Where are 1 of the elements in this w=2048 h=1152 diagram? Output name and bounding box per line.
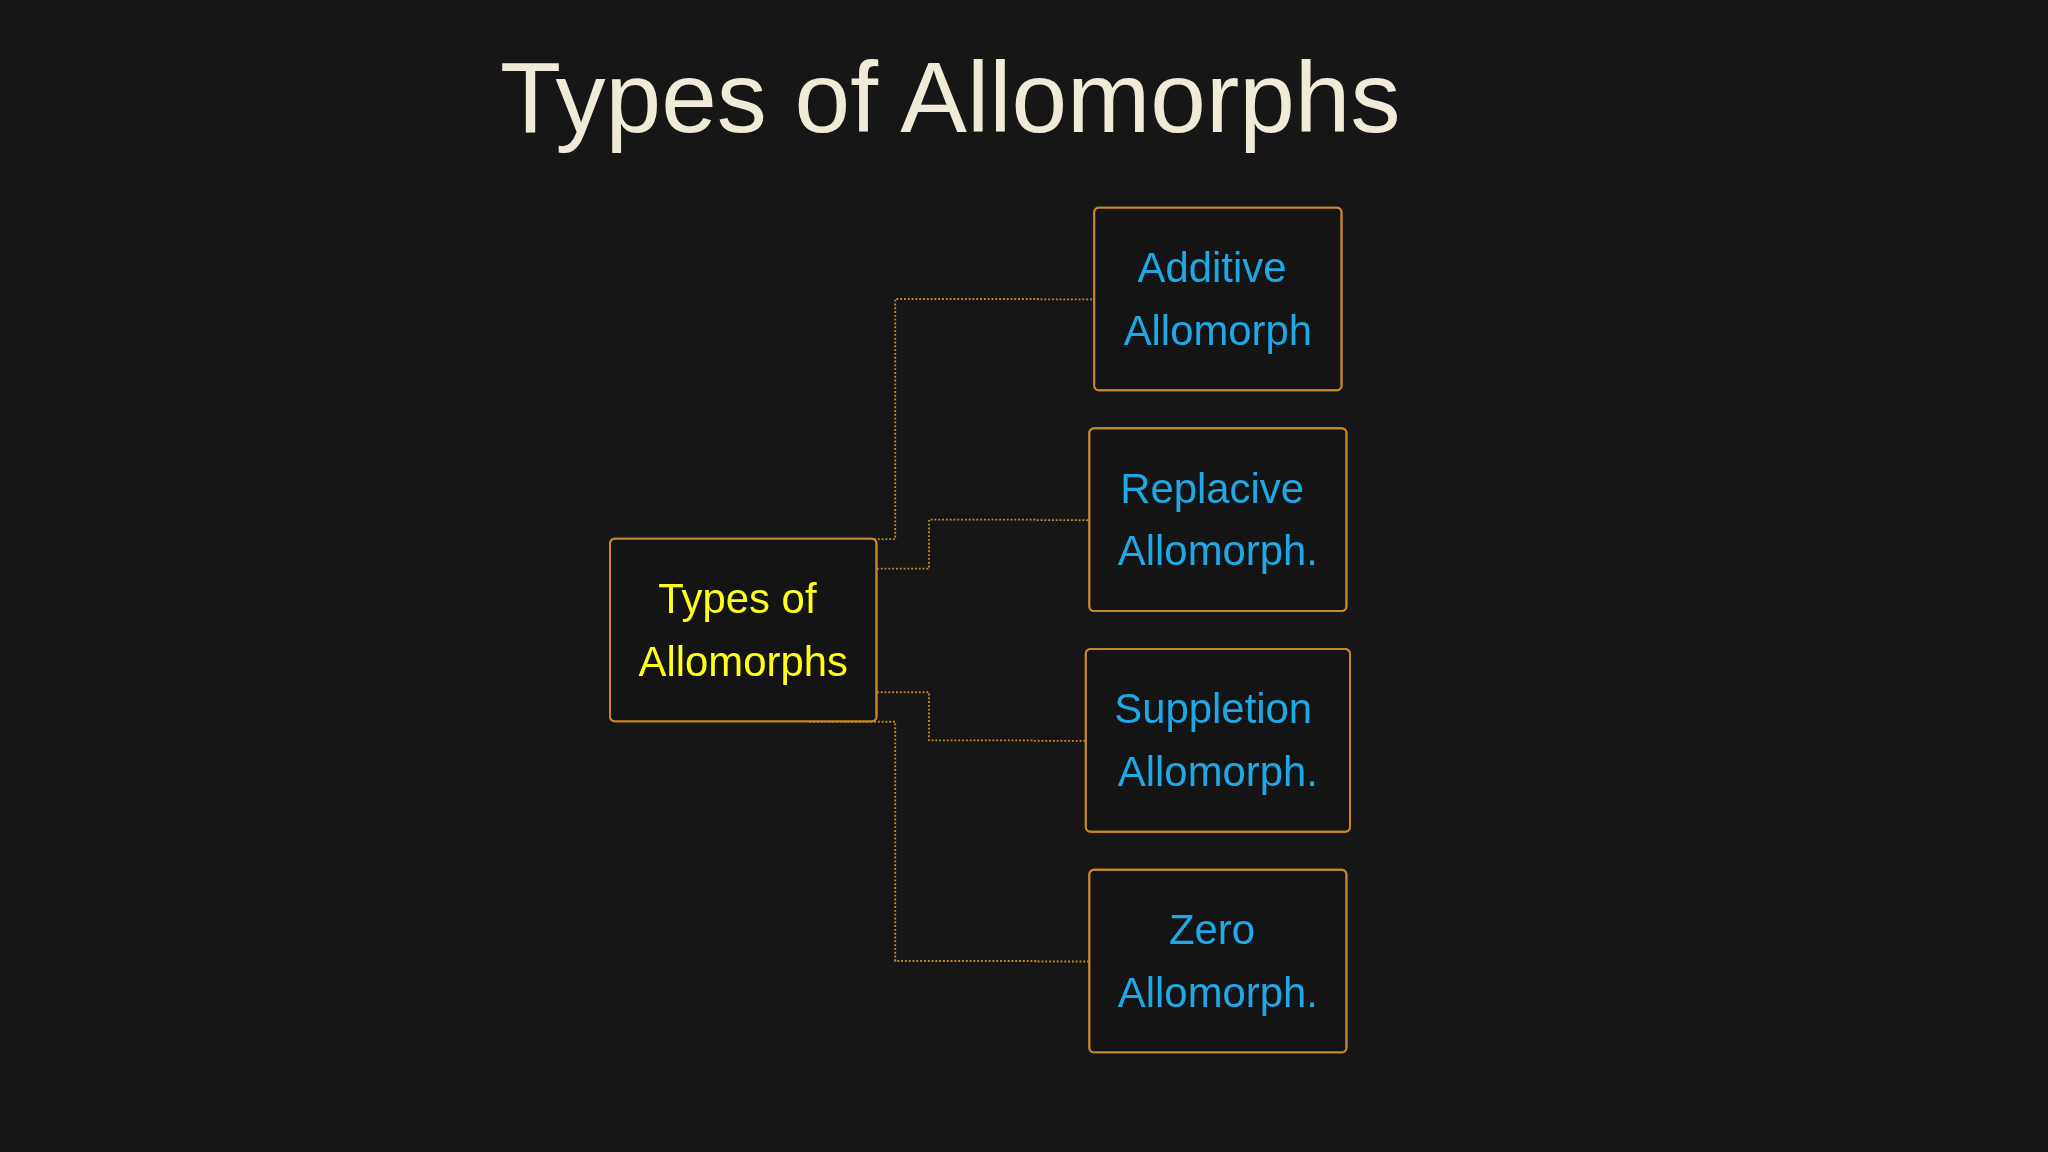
title: Types of Allomorphs <box>500 40 1401 155</box>
